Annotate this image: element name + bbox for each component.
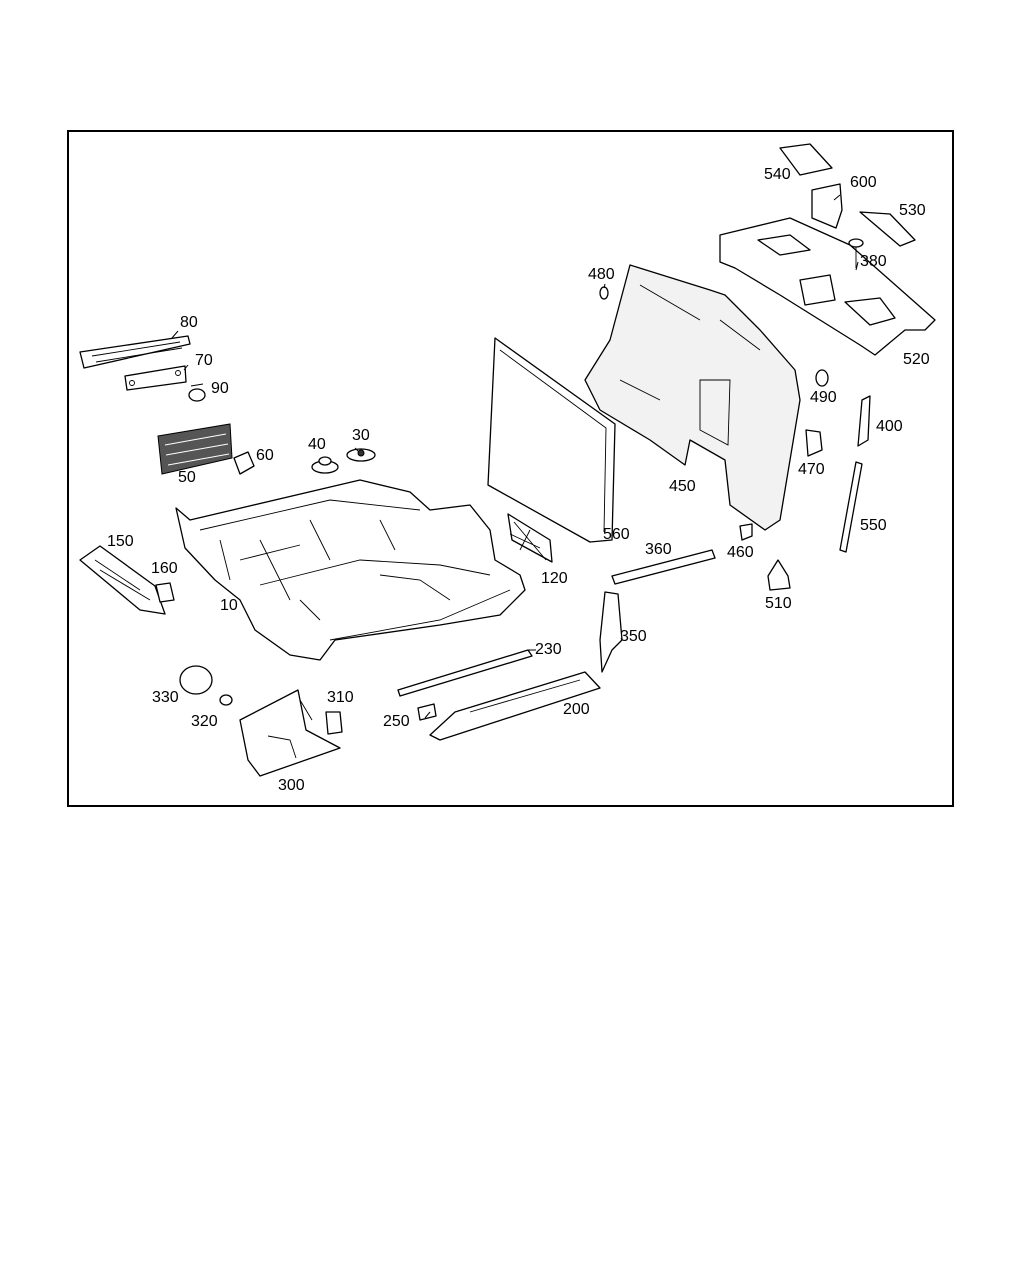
label-part-530: 530 bbox=[899, 202, 926, 219]
part-230-sill bbox=[397, 649, 533, 697]
part-490-clip bbox=[815, 369, 829, 387]
label-part-80: 80 bbox=[180, 314, 198, 331]
label-part-250: 250 bbox=[383, 713, 410, 730]
part-550-strip bbox=[839, 461, 863, 553]
leader-lines bbox=[171, 194, 859, 719]
label-part-70: 70 bbox=[195, 352, 213, 369]
part-320-screw bbox=[219, 694, 233, 706]
label-part-150: 150 bbox=[107, 533, 134, 550]
part-510-fastener bbox=[767, 559, 791, 591]
part-120-net bbox=[507, 513, 553, 563]
part-50-grille bbox=[157, 423, 233, 475]
part-450-cover bbox=[584, 264, 801, 531]
part-330-cover bbox=[179, 665, 213, 695]
part-90-screw bbox=[188, 383, 206, 402]
diagram-frame bbox=[67, 130, 954, 807]
label-part-470: 470 bbox=[798, 461, 825, 478]
part-400-strip bbox=[857, 395, 871, 447]
label-part-460: 460 bbox=[727, 544, 754, 561]
part-460-clip bbox=[739, 523, 753, 541]
part-520-shelf bbox=[719, 217, 936, 356]
label-part-200: 200 bbox=[563, 701, 590, 718]
part-560-panel bbox=[487, 337, 616, 543]
part-530-trim bbox=[859, 211, 916, 247]
part-300-side-trim bbox=[239, 689, 341, 777]
label-part-480: 480 bbox=[588, 266, 615, 283]
part-540-trim bbox=[779, 143, 833, 176]
label-part-380: 380 bbox=[860, 253, 887, 270]
label-part-550: 550 bbox=[860, 517, 887, 534]
label-part-300: 300 bbox=[278, 777, 305, 794]
label-part-230: 230 bbox=[535, 641, 562, 658]
label-part-490: 490 bbox=[810, 389, 837, 406]
label-part-310: 310 bbox=[327, 689, 354, 706]
label-part-60: 60 bbox=[256, 447, 274, 464]
label-part-510: 510 bbox=[765, 595, 792, 612]
part-310-clip bbox=[325, 711, 343, 735]
label-part-520: 520 bbox=[903, 351, 930, 368]
label-part-160: 160 bbox=[151, 560, 178, 577]
label-part-320: 320 bbox=[191, 713, 218, 730]
part-80-rail bbox=[79, 335, 191, 369]
label-part-90: 90 bbox=[211, 380, 229, 397]
part-150-panel bbox=[79, 545, 166, 615]
label-part-360: 360 bbox=[645, 541, 672, 558]
label-part-600: 600 bbox=[850, 174, 877, 191]
label-part-40: 40 bbox=[308, 436, 326, 453]
label-part-120: 120 bbox=[541, 570, 568, 587]
label-part-400: 400 bbox=[876, 418, 903, 435]
label-part-10: 10 bbox=[220, 597, 238, 614]
label-part-450: 450 bbox=[669, 478, 696, 495]
part-160-nut bbox=[155, 582, 175, 603]
part-60-clip bbox=[233, 451, 255, 475]
label-part-330: 330 bbox=[152, 689, 179, 706]
part-30-cap bbox=[346, 448, 376, 462]
part-200-scuff-plate bbox=[429, 671, 601, 741]
part-10-floor-carpet bbox=[175, 479, 526, 661]
part-360-rail bbox=[611, 549, 716, 585]
part-480-plug bbox=[599, 286, 609, 300]
part-600-cover bbox=[811, 183, 843, 229]
part-470-clip bbox=[805, 429, 823, 457]
part-250-clip bbox=[417, 703, 437, 721]
label-part-350: 350 bbox=[620, 628, 647, 645]
part-380-screw bbox=[848, 238, 864, 268]
label-part-540: 540 bbox=[764, 166, 791, 183]
part-350-bracket bbox=[599, 591, 623, 673]
label-part-50: 50 bbox=[178, 469, 196, 486]
part-70-bracket bbox=[124, 365, 187, 391]
label-part-560: 560 bbox=[603, 526, 630, 543]
part-40-grommet bbox=[311, 456, 339, 474]
label-part-30: 30 bbox=[352, 427, 370, 444]
